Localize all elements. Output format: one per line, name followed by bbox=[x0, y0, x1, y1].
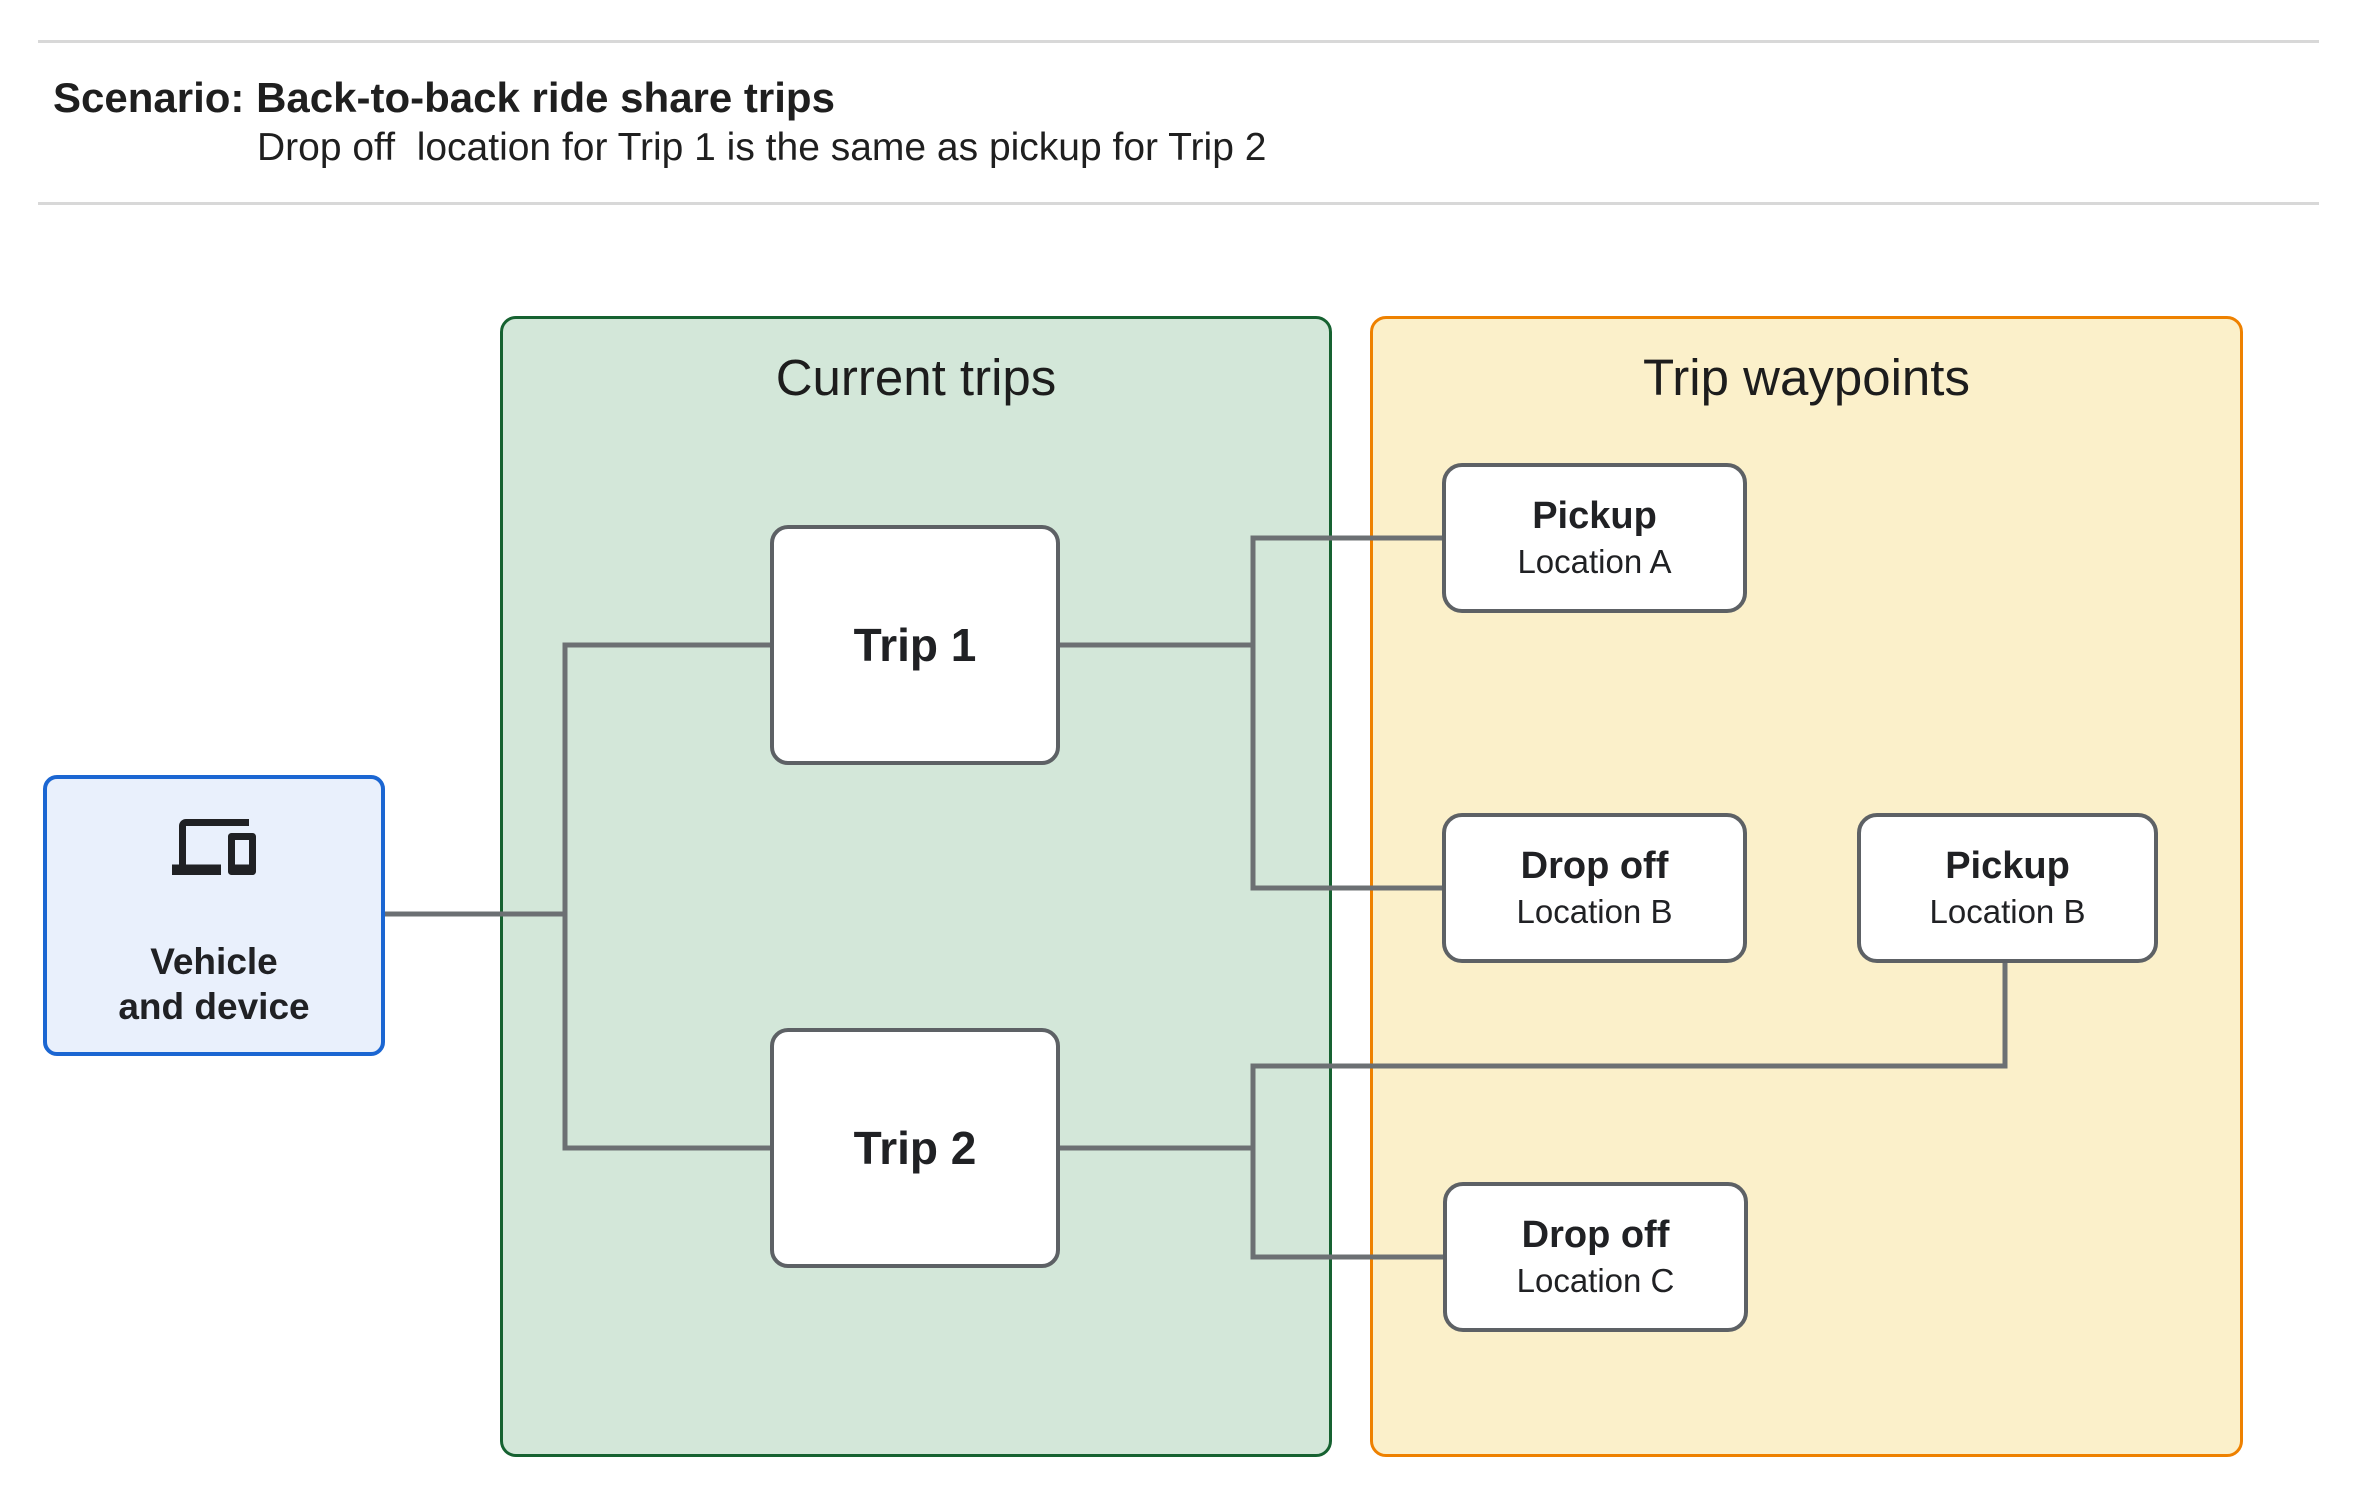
trip-1-node: Trip 1 bbox=[770, 525, 1060, 765]
waypoint-type: Drop off bbox=[1520, 844, 1669, 887]
trip-1-label: Trip 1 bbox=[853, 619, 977, 671]
vehicle-label-line1: Vehicle bbox=[150, 941, 278, 982]
waypoint-type: Drop off bbox=[1521, 1213, 1670, 1256]
current-trips-title: Current trips bbox=[775, 349, 1057, 406]
page-subtitle: Drop off location for Trip 1 is the same… bbox=[257, 126, 1267, 169]
header-divider bbox=[38, 202, 2319, 205]
waypoint-type: Pickup bbox=[1945, 844, 2070, 887]
pickup-location-a-node: Pickup Location A bbox=[1442, 463, 1747, 613]
devices-icon bbox=[172, 819, 256, 875]
trip-2-node: Trip 2 bbox=[770, 1028, 1060, 1268]
trip-waypoints-title: Trip waypoints bbox=[1643, 349, 1970, 406]
waypoint-location: Location A bbox=[1517, 542, 1672, 580]
vehicle-and-device-node: Vehicle and device bbox=[43, 775, 385, 1056]
vehicle-node-label: Vehicle and device bbox=[118, 939, 309, 1029]
waypoint-location: Location B bbox=[1929, 892, 2086, 930]
dropoff-location-c-node: Drop off Location C bbox=[1443, 1182, 1748, 1332]
trip-2-label: Trip 2 bbox=[853, 1122, 977, 1174]
page-title: Scenario: Back-to-back ride share trips bbox=[53, 74, 835, 121]
current-trips-group: Current trips bbox=[500, 316, 1332, 1457]
vehicle-label-line2: and device bbox=[118, 986, 310, 1027]
waypoint-location: Location C bbox=[1516, 1261, 1675, 1299]
pickup-location-b-node: Pickup Location B bbox=[1857, 813, 2158, 963]
waypoint-location: Location B bbox=[1516, 892, 1673, 930]
top-divider bbox=[38, 40, 2319, 43]
waypoint-type: Pickup bbox=[1532, 494, 1657, 537]
dropoff-location-b-node: Drop off Location B bbox=[1442, 813, 1747, 963]
